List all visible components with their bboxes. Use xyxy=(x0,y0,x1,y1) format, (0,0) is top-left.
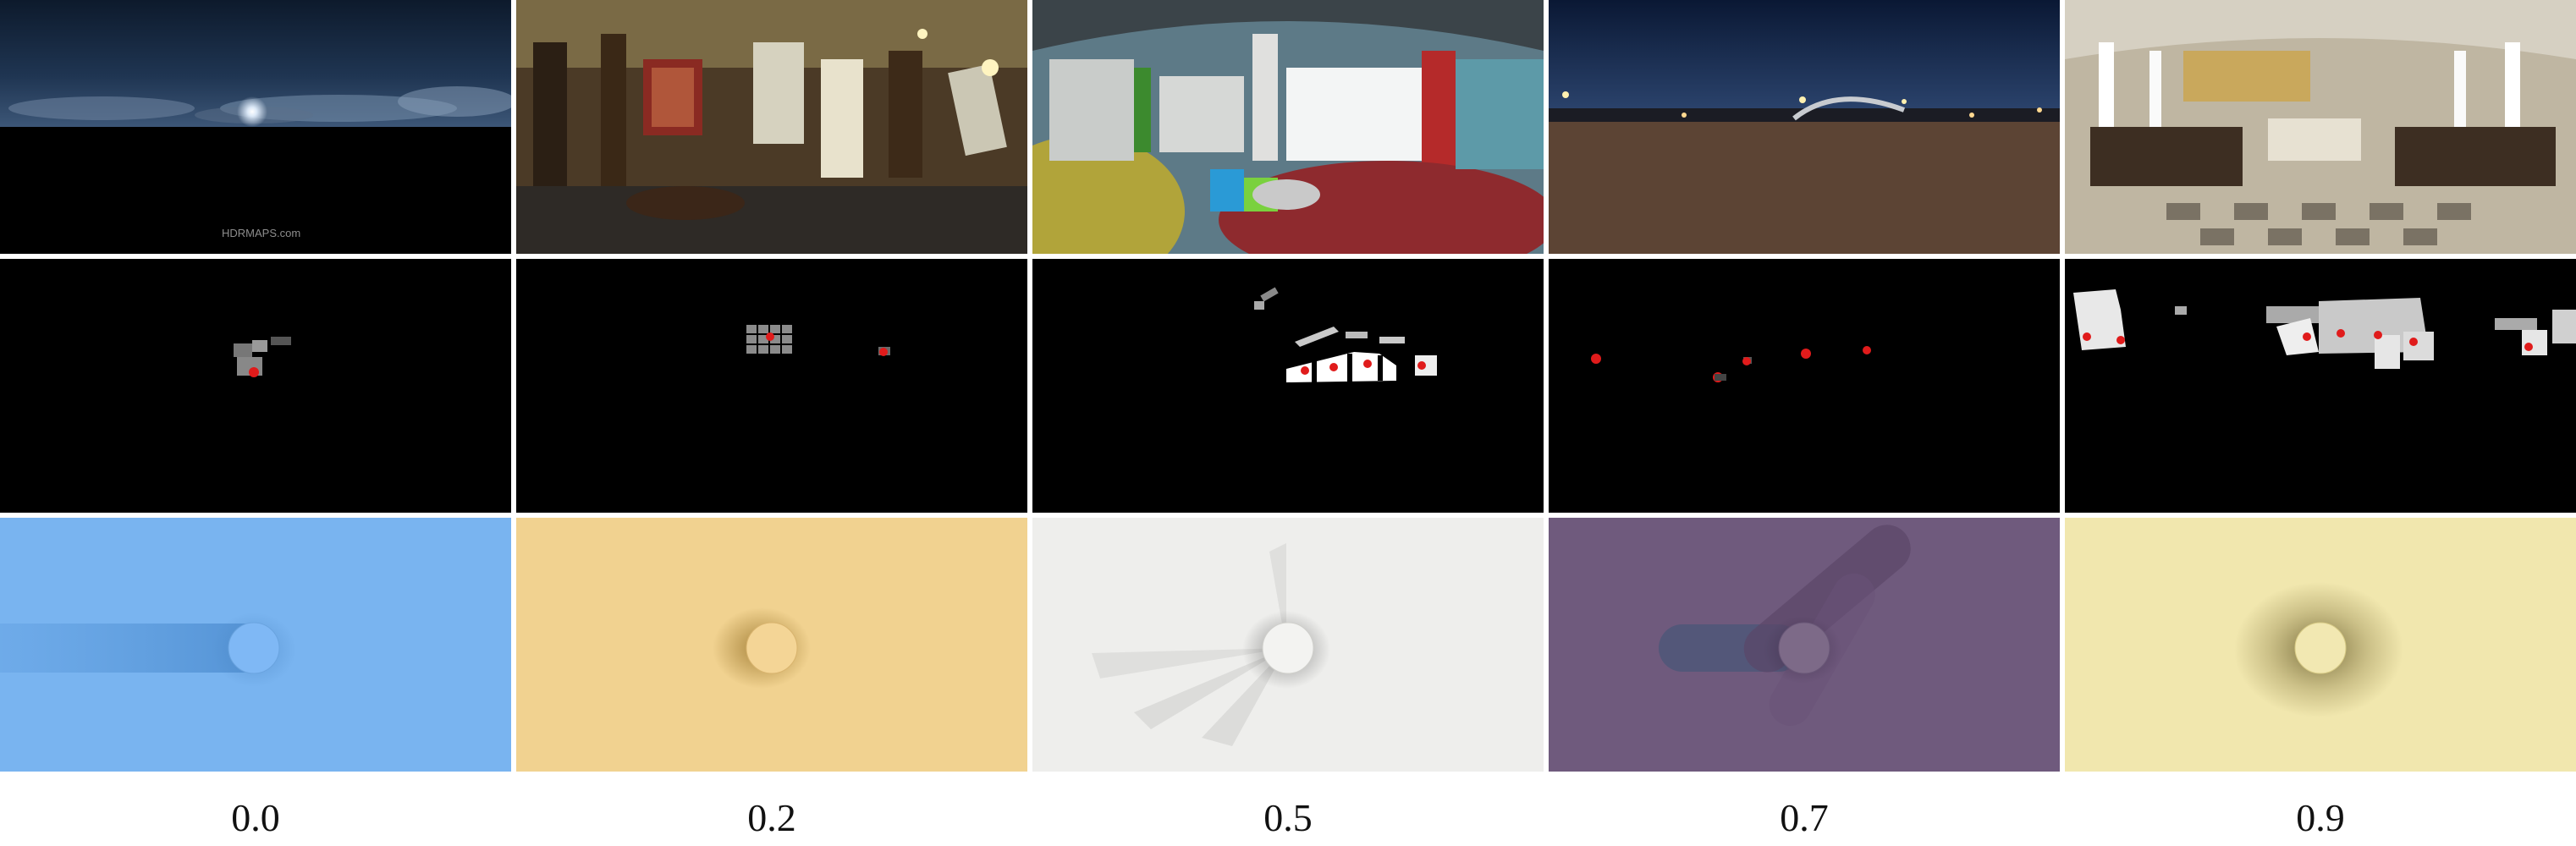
shadow-render-3 xyxy=(1549,518,2060,772)
light-point xyxy=(879,348,888,356)
light-point xyxy=(2524,343,2533,351)
image-grid: HDRMAPS.com xyxy=(0,0,2576,772)
shadow-render-0 xyxy=(0,518,511,772)
light-point xyxy=(766,332,774,341)
column-label: 0.5 xyxy=(1263,796,1313,839)
column-label: 0.9 xyxy=(2296,796,2345,839)
light-mask-3 xyxy=(1549,259,2060,513)
env-map-0: HDRMAPS.com xyxy=(0,0,511,254)
light-mask-0 xyxy=(0,259,511,513)
light-point xyxy=(2374,331,2382,339)
light-point xyxy=(1591,354,1601,364)
light-mask-2 xyxy=(1032,259,1544,513)
env-map-2 xyxy=(1032,0,1544,254)
light-point xyxy=(1863,346,1871,354)
column-label: 0.2 xyxy=(747,796,796,839)
light-point xyxy=(249,367,259,377)
light-mask-1 xyxy=(516,259,1027,513)
watermark-text: HDRMAPS.com xyxy=(222,227,300,239)
light-point xyxy=(2083,332,2091,341)
light-point xyxy=(2337,329,2345,338)
light-point xyxy=(2303,332,2311,341)
shadow-render-4 xyxy=(2065,518,2576,772)
light-point xyxy=(1801,349,1811,359)
column-label: 0.7 xyxy=(1780,796,1829,839)
light-point xyxy=(1363,360,1372,368)
light-point xyxy=(2116,336,2125,344)
shadow-render-2 xyxy=(1032,518,1544,772)
light-point xyxy=(1417,361,1426,370)
env-map-1 xyxy=(516,0,1027,254)
light-point xyxy=(2409,338,2418,346)
light-mask-4 xyxy=(2065,259,2576,513)
light-point xyxy=(1329,363,1338,371)
shadow-render-1 xyxy=(516,518,1027,772)
env-map-4 xyxy=(2065,0,2576,254)
light-point xyxy=(1301,366,1309,375)
env-map-3 xyxy=(1549,0,2060,254)
column-label: 0.0 xyxy=(231,796,280,839)
light-point xyxy=(1742,357,1751,365)
